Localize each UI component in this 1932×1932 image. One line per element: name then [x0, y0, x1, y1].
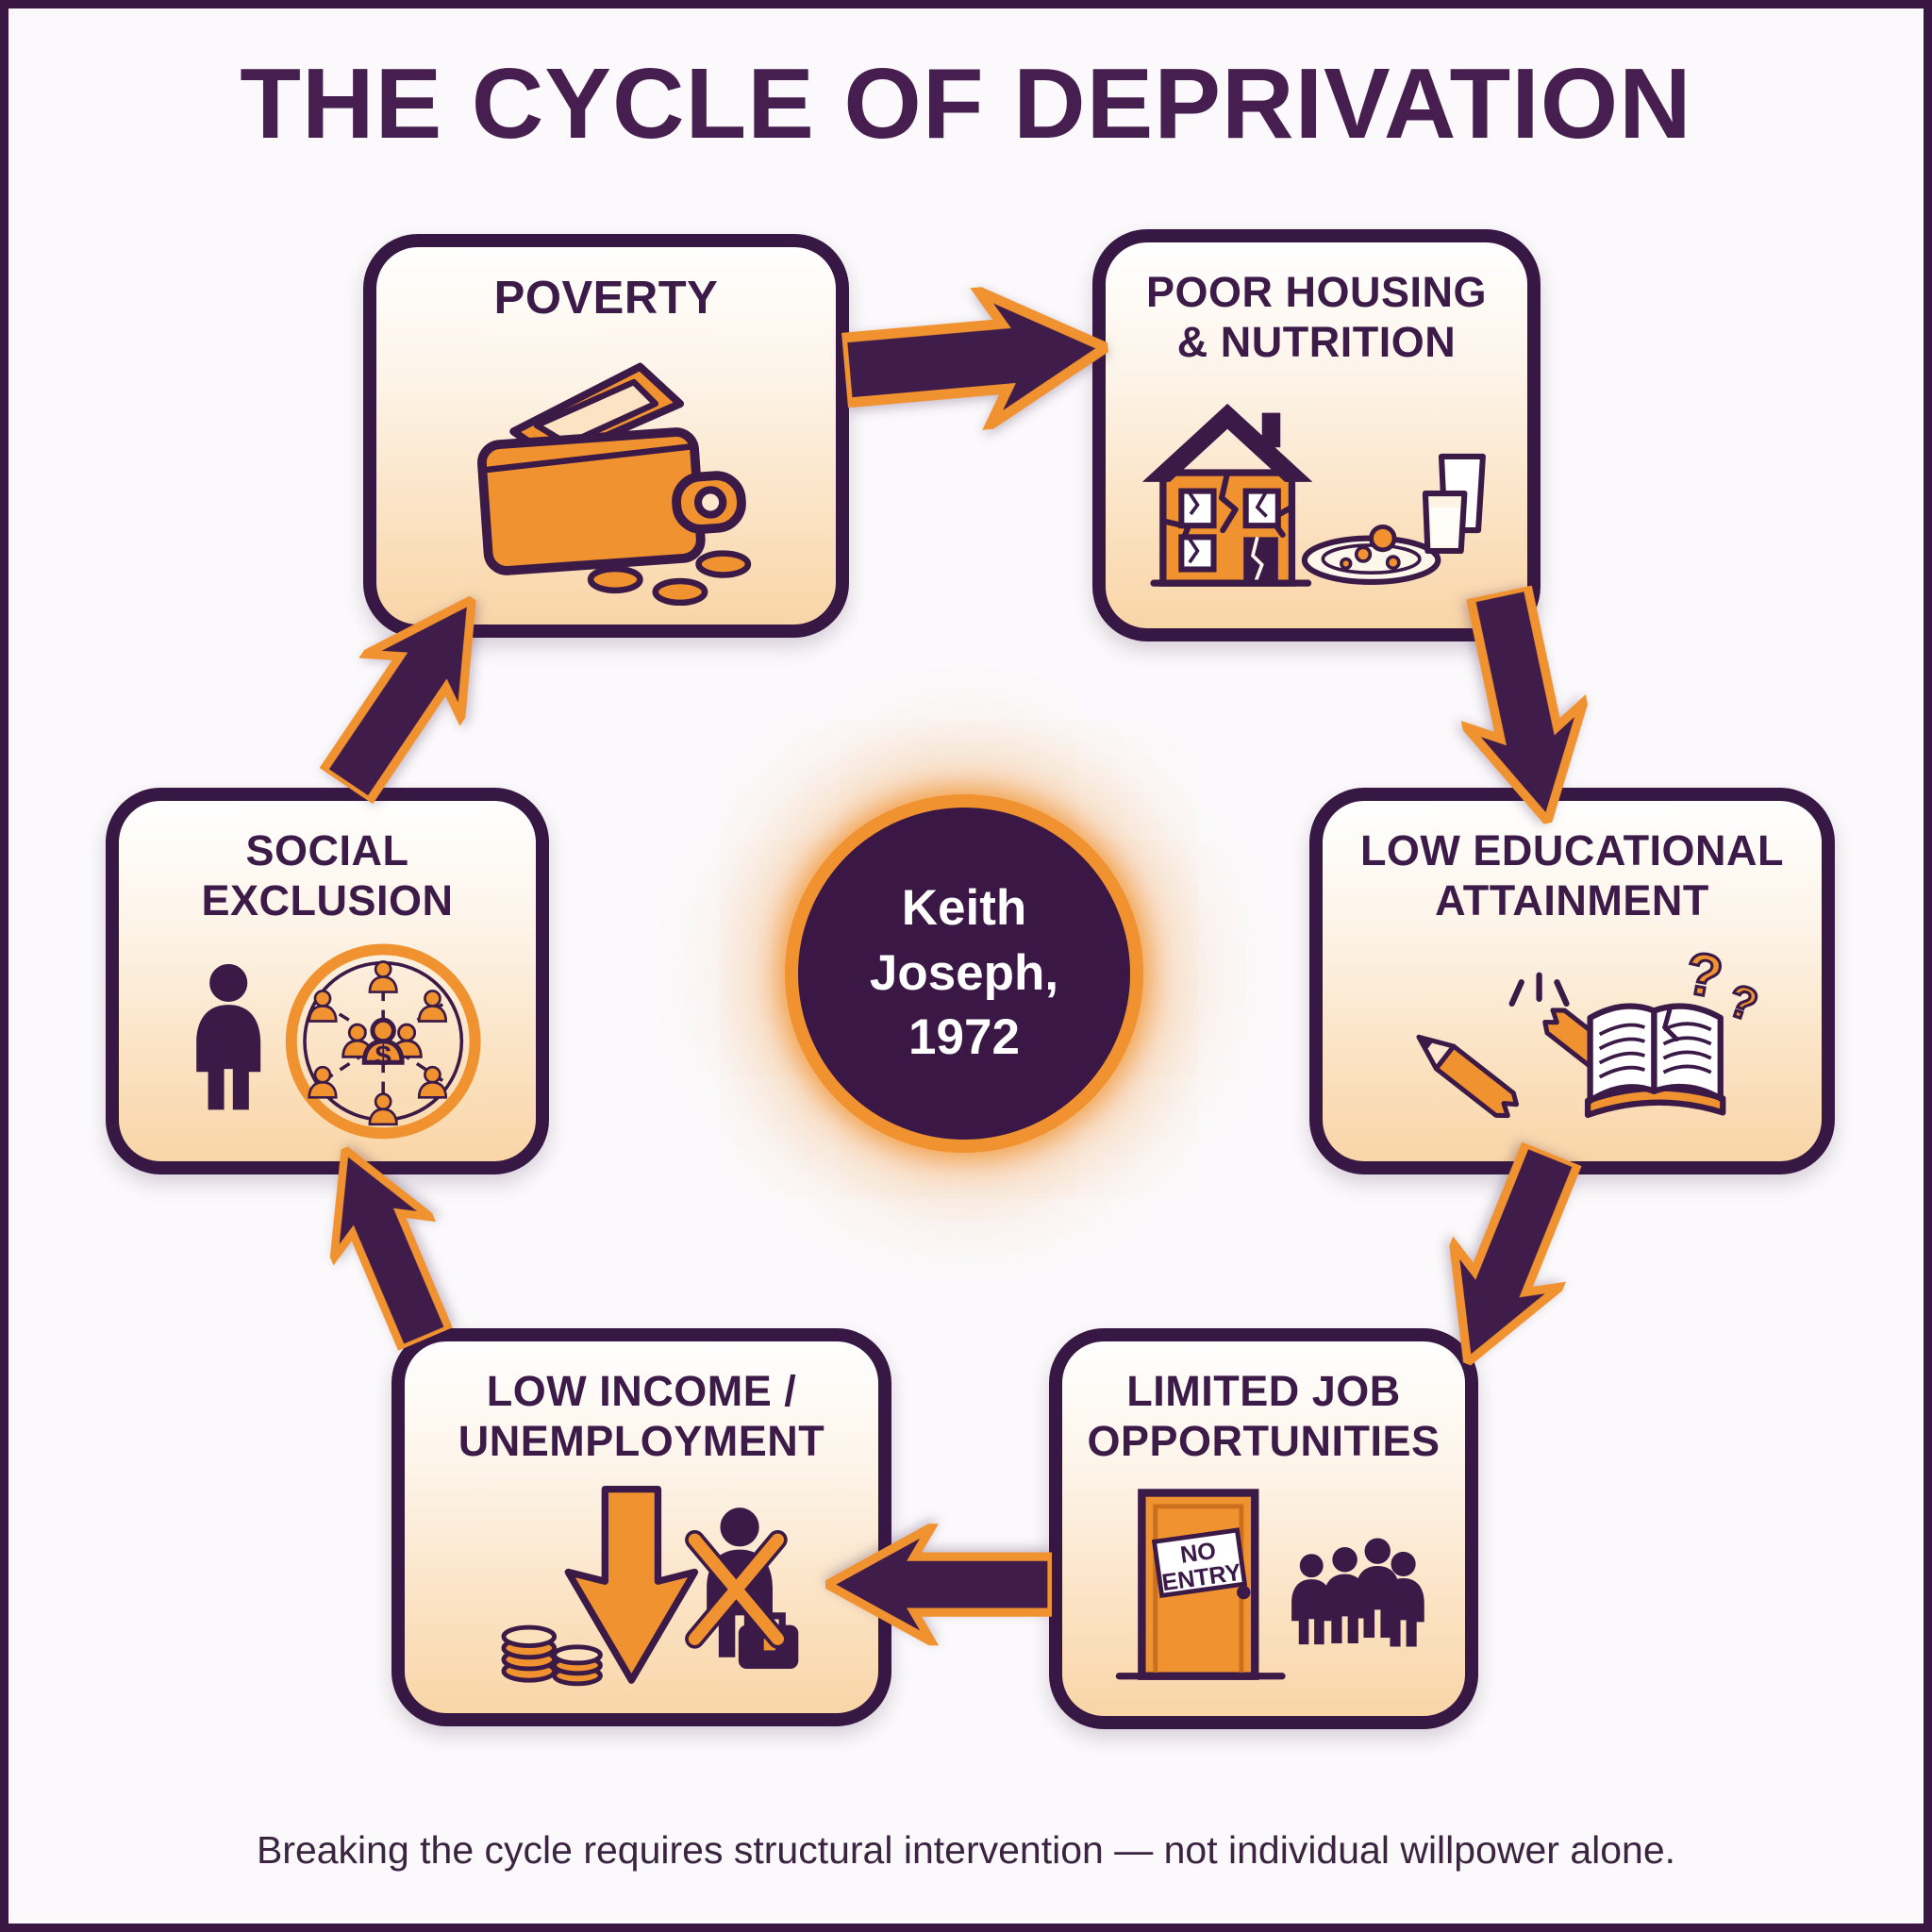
dollar-sign-glyph: $	[375, 1039, 391, 1072]
arrow-poor-housing-to-low-educational	[1452, 580, 1593, 831]
node-low-educational-attainment: LOW EDUCATIONAL ATTAINMENT ? ?	[1309, 788, 1835, 1174]
cracked-house-meal-icon	[1142, 404, 1487, 587]
down-arrow-shape	[564, 1486, 698, 1685]
arrow-poverty-to-poor-housing	[838, 278, 1115, 440]
node-label: SOCIAL EXCLUSION	[201, 826, 454, 925]
node-label: LOW EDUCATIONAL ATTAINMENT	[1359, 826, 1785, 925]
sign-line-1: NO	[1178, 1538, 1217, 1569]
node-limited-job-opportunities: LIMITED JOB OPPORTUNITIES NO ENTRY	[1049, 1328, 1478, 1729]
node-poor-housing-nutrition: POOR HOUSING & NUTRITION	[1092, 229, 1541, 641]
no-entry-sign: NO ENTRY	[1151, 1527, 1247, 1599]
arrow-limited-job-to-low-income	[825, 1524, 1052, 1646]
arrow-social-exclusion-to-poverty	[317, 591, 477, 808]
no-entry-door-crowd-icon: NO ENTRY	[1115, 1489, 1424, 1681]
question-mark-glyph: ?	[1680, 940, 1727, 1011]
lone-person-silhouette	[196, 964, 261, 1110]
wallet-coins-icon	[477, 362, 752, 606]
arrow-low-income-to-social-exclusion	[328, 1141, 455, 1355]
crowd-silhouettes	[1291, 1538, 1424, 1647]
node-label: POVERTY	[493, 273, 719, 324]
footer-note: Breaking the cycle requires structural i…	[256, 1828, 1676, 1872]
center-badge: Keith Joseph, 1972	[785, 794, 1143, 1153]
broken-pencil-book-icon: ? ?	[1416, 939, 1765, 1119]
arrow-low-educational-to-limited-job	[1447, 1138, 1584, 1372]
excluded-person-network-icon: $	[196, 943, 481, 1140]
node-label: LIMITED JOB OPPORTUNITIES	[1087, 1367, 1441, 1466]
coin-stacks	[501, 1624, 603, 1687]
node-poverty: POVERTY	[363, 234, 849, 638]
page-title: THE CYCLE OF DEPRIVATION	[240, 48, 1692, 159]
jobless-person	[684, 1507, 798, 1670]
node-label: POOR HOUSING & NUTRITION	[1145, 268, 1488, 367]
node-label: LOW INCOME / UNEMPLOYMENT	[458, 1367, 825, 1466]
node-social-exclusion: SOCIAL EXCLUSION	[106, 788, 549, 1174]
down-arrow-jobless-icon	[501, 1486, 798, 1687]
center-badge-text: Keith Joseph, 1972	[869, 879, 1059, 1066]
question-mark-glyph: ?	[1722, 975, 1763, 1031]
node-low-income-unemployment: LOW INCOME / UNEMPLOYMENT	[391, 1328, 891, 1726]
